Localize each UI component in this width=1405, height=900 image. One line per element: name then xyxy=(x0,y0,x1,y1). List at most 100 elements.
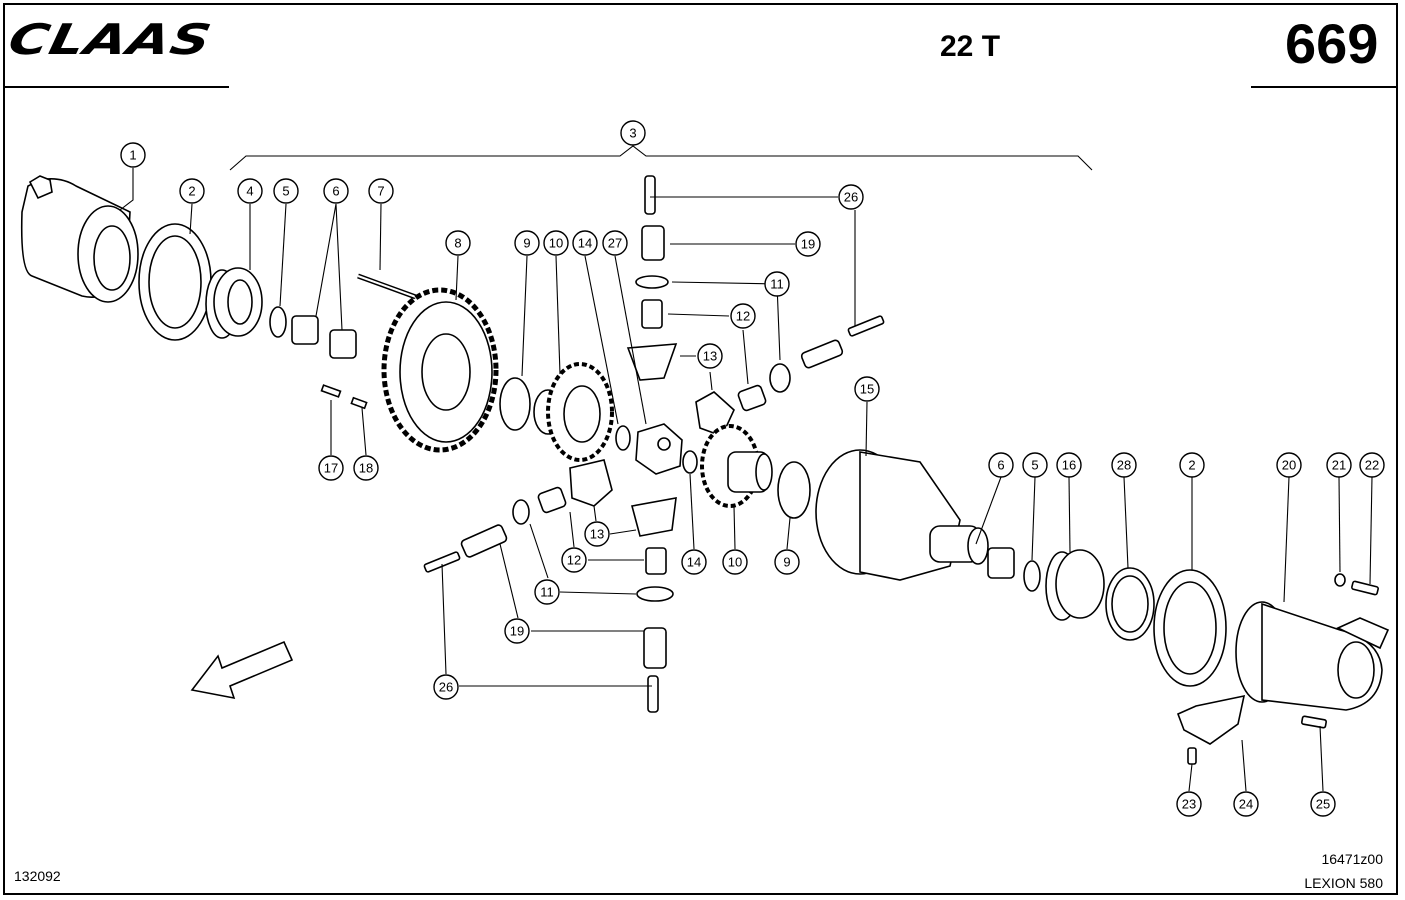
leader-lines xyxy=(119,168,1373,792)
part-housing-left xyxy=(20,175,139,303)
part-ring-14-right xyxy=(682,450,698,474)
svg-text:6: 6 xyxy=(332,184,339,199)
svg-text:8: 8 xyxy=(454,236,461,251)
callout-2-right: 2 xyxy=(1179,452,1205,478)
svg-text:25: 25 xyxy=(1316,797,1330,812)
callout-26-top: 26 xyxy=(838,184,864,210)
part-housing-right xyxy=(1235,601,1390,711)
callout-6-left: 6 xyxy=(323,178,349,204)
callout-13-bottom: 13 xyxy=(584,521,610,547)
part-bolt-7 xyxy=(357,273,425,303)
callout-27: 27 xyxy=(602,230,628,256)
callout-24: 24 xyxy=(1233,791,1259,817)
direction-arrow xyxy=(190,640,294,700)
header-rule-left xyxy=(3,86,229,88)
svg-text:16: 16 xyxy=(1062,458,1076,473)
callout-14-right: 14 xyxy=(681,549,707,575)
svg-text:26: 26 xyxy=(439,680,453,695)
callout-15: 15 xyxy=(854,376,880,402)
svg-text:10: 10 xyxy=(728,555,742,570)
header-rule-right xyxy=(1251,86,1398,88)
part-ring-14-left xyxy=(615,425,631,451)
svg-text:6: 6 xyxy=(997,458,1004,473)
svg-text:21: 21 xyxy=(1332,458,1346,473)
part-side-gear-10-left xyxy=(533,362,614,462)
svg-text:10: 10 xyxy=(549,236,563,251)
model-name: LEXION 580 xyxy=(1304,875,1383,891)
callout-3: 3 xyxy=(620,120,646,146)
image-number: 132092 xyxy=(14,868,61,884)
drawing-code: 16471z00 xyxy=(1321,851,1383,867)
part-diff-case-15 xyxy=(815,449,989,581)
part-pins-17-18 xyxy=(320,384,368,410)
part-top-stack xyxy=(626,175,678,381)
svg-text:3: 3 xyxy=(629,126,636,141)
svg-text:18: 18 xyxy=(359,461,373,476)
callout-10-right: 10 xyxy=(722,549,748,575)
part-bolt-21-22 xyxy=(1334,573,1379,596)
svg-text:9: 9 xyxy=(523,236,530,251)
svg-text:11: 11 xyxy=(540,585,554,600)
part-screw-23 xyxy=(1187,747,1197,765)
svg-text:28: 28 xyxy=(1117,458,1131,473)
svg-text:13: 13 xyxy=(703,349,717,364)
callout-16: 16 xyxy=(1056,452,1082,478)
callout-25: 25 xyxy=(1310,791,1336,817)
part-washer-9-left xyxy=(499,377,531,431)
callout-12-top: 12 xyxy=(730,303,756,329)
part-cross-block-27 xyxy=(635,423,683,475)
svg-text:14: 14 xyxy=(578,236,592,251)
diagram-title: 22 T xyxy=(940,30,1001,63)
callout-12-bottom: 12 xyxy=(561,547,587,573)
svg-text:14: 14 xyxy=(687,555,701,570)
part-right-bearings xyxy=(987,547,1227,687)
svg-text:5: 5 xyxy=(1031,458,1038,473)
svg-text:20: 20 xyxy=(1282,458,1296,473)
callout-7: 7 xyxy=(368,178,394,204)
svg-text:5: 5 xyxy=(282,184,289,199)
page-number: 669 xyxy=(1285,12,1379,75)
svg-text:2: 2 xyxy=(1188,458,1195,473)
callout-22: 22 xyxy=(1359,452,1385,478)
callout-17: 17 xyxy=(318,455,344,481)
callout-11-top: 11 xyxy=(764,271,790,297)
svg-text:12: 12 xyxy=(736,309,750,324)
part-ring-5 xyxy=(269,306,287,338)
svg-text:17: 17 xyxy=(324,461,338,476)
callout-9-left: 9 xyxy=(514,230,540,256)
callout-1: 1 xyxy=(120,142,146,168)
part-bushes-6 xyxy=(291,315,357,359)
svg-text:24: 24 xyxy=(1239,797,1253,812)
callout-6-right: 6 xyxy=(988,452,1014,478)
part-right-top-stack xyxy=(695,315,885,438)
svg-text:26: 26 xyxy=(844,190,858,205)
group-brace xyxy=(229,145,1093,171)
part-screw-25 xyxy=(1301,715,1327,729)
sheet-frame xyxy=(3,3,1398,895)
callout-19-bottom: 19 xyxy=(504,618,530,644)
svg-text:9: 9 xyxy=(783,555,790,570)
callout-21: 21 xyxy=(1326,452,1352,478)
callout-14-left: 14 xyxy=(572,230,598,256)
callout-8: 8 xyxy=(445,230,471,256)
svg-text:15: 15 xyxy=(860,382,874,397)
part-bottom-stack xyxy=(423,459,677,713)
callout-11-bottom: 11 xyxy=(534,579,560,605)
callout-23: 23 xyxy=(1176,791,1202,817)
svg-text:23: 23 xyxy=(1182,797,1196,812)
callout-5-right: 5 xyxy=(1022,452,1048,478)
callout-26-bottom: 26 xyxy=(433,674,459,700)
svg-text:27: 27 xyxy=(608,236,622,251)
callout-18: 18 xyxy=(353,455,379,481)
svg-text:22: 22 xyxy=(1365,458,1379,473)
callout-20: 20 xyxy=(1276,452,1302,478)
part-side-gear-10-right xyxy=(700,424,773,508)
svg-text:19: 19 xyxy=(510,624,524,639)
svg-text:4: 4 xyxy=(246,184,253,199)
callout-13-top: 13 xyxy=(697,343,723,369)
part-gasket-left xyxy=(138,223,212,341)
svg-text:1: 1 xyxy=(129,148,136,163)
svg-text:19: 19 xyxy=(801,237,815,252)
part-washer-9-right xyxy=(777,461,811,519)
